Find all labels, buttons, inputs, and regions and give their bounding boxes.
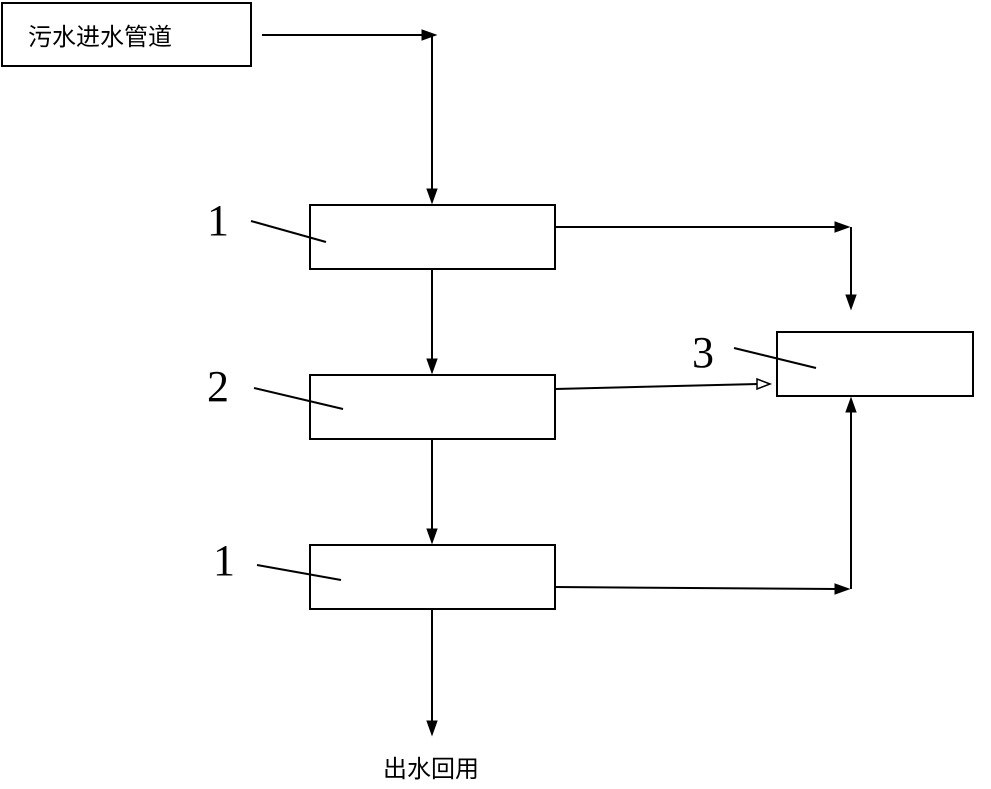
callout-label-unit-3: 3 [692, 328, 714, 377]
arrow-unit-2-to-unit-3 [554, 377, 773, 391]
inlet-label: 污水进水管道 [28, 23, 172, 51]
process-box-second-unit-1 [309, 544, 556, 610]
process-box-first-unit-1 [309, 204, 556, 270]
callout-unit-2: 2 [207, 362, 344, 411]
arrow-second-unit-1-to-right [554, 583, 851, 595]
callout-label-second-unit-1: 1 [213, 536, 235, 585]
callout-first-unit-1: 1 [207, 196, 327, 245]
callout-label-first-unit-1: 1 [207, 196, 229, 245]
arrow-unit-2-to-second-unit-1 [426, 439, 438, 545]
inlet-node: 污水进水管道 [1, 2, 252, 67]
callout-second-unit-1: 1 [213, 536, 342, 585]
arrow-first-unit-1-to-unit-2 [426, 269, 438, 375]
arrow-right-up-to-unit-3 [845, 396, 857, 589]
process-box-unit-3 [776, 331, 974, 397]
outlet-label: 出水回用 [383, 755, 479, 783]
leader-line-unit-2 [253, 387, 344, 410]
inlet-box [1, 2, 252, 67]
leader-line-second-unit-1 [256, 564, 342, 581]
callout-unit-3: 3 [692, 328, 817, 377]
arrow-first-unit-1-to-right [555, 221, 851, 233]
arrow-corner-to-first-unit-1 [426, 35, 438, 205]
callout-label-unit-2: 2 [207, 362, 229, 411]
leader-line-first-unit-1 [250, 220, 327, 243]
arrow-second-unit-1-to-outlet [426, 609, 438, 737]
process-box-unit-2 [309, 374, 556, 440]
arrow-inlet-to-corner [262, 29, 438, 41]
leader-line-unit-3 [733, 347, 817, 369]
arrow-right-down-to-unit-3 [845, 227, 857, 311]
